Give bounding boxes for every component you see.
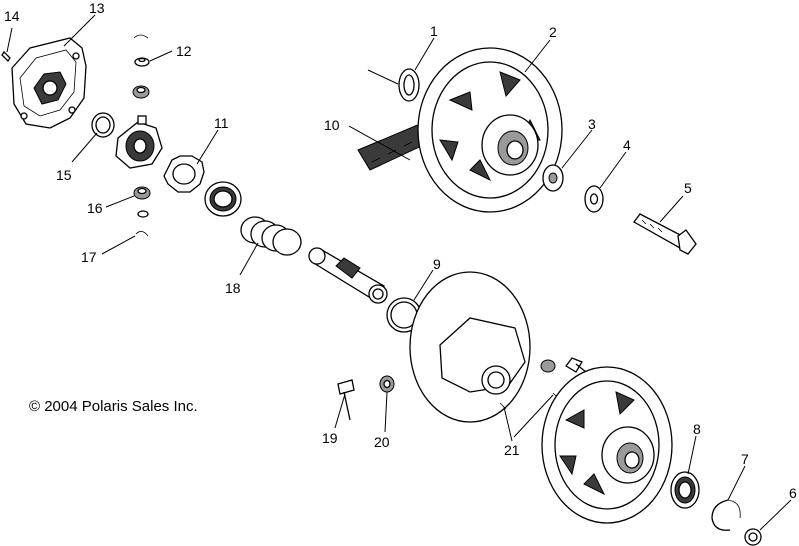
part-12-clips: [132, 34, 150, 99]
part-20-nut: [379, 375, 395, 393]
part-11-gear-washer: [163, 155, 242, 217]
callout-18: 18: [225, 280, 241, 296]
part-15-snap-ring: [91, 112, 115, 138]
part-6-washer: [744, 528, 762, 546]
leader-lines: [6, 14, 792, 531]
callout-16: 16: [87, 200, 103, 216]
callout-5: 5: [684, 180, 692, 196]
part-3-washer: [542, 164, 564, 192]
callout-3: 3: [588, 116, 596, 132]
callout-11: 11: [214, 115, 229, 131]
callout-21: 21: [504, 442, 520, 458]
callout-10: 10: [324, 117, 340, 133]
part-4-washer: [584, 185, 604, 213]
callout-7: 7: [741, 451, 749, 467]
part-17-clip: [135, 231, 149, 237]
callout-6: 6: [789, 485, 797, 501]
part-18-spring: [240, 216, 302, 256]
callout-2: 2: [549, 24, 557, 40]
callout-12: 12: [176, 43, 192, 59]
callout-14: 14: [4, 8, 20, 24]
callout-1: 1: [430, 23, 438, 39]
part-1-bushing: [398, 68, 420, 102]
part-13-cover-housing: [11, 37, 87, 129]
lower-sheave: [541, 366, 673, 524]
part-7-snap-ring: [711, 499, 741, 531]
callout-8: 8: [693, 421, 701, 437]
nut-and-screw: [540, 357, 587, 373]
part-5-bolt: [633, 213, 697, 255]
part-2-sheave-upper: [417, 47, 563, 213]
callout-17: 17: [81, 249, 97, 265]
part-19-screw: [337, 379, 355, 421]
part-14-pin: [1, 50, 11, 63]
movable-sheave: [409, 271, 531, 423]
part-16-nut: [133, 186, 151, 218]
callout-13: 13: [89, 0, 105, 16]
roller-spider-assembly: [115, 115, 163, 169]
callout-labels: 14 13 12 15 11 16 17 18 9 1 2 3 4 5 10 1…: [4, 0, 797, 501]
callout-9: 9: [433, 256, 441, 272]
callout-19: 19: [322, 430, 338, 446]
callout-4: 4: [623, 137, 631, 153]
part-8-bearing: [670, 471, 700, 509]
callout-15: 15: [56, 167, 72, 183]
copyright-notice: © 2004 Polaris Sales Inc.: [29, 398, 198, 415]
shaft: [308, 247, 388, 304]
callout-20: 20: [374, 434, 390, 450]
